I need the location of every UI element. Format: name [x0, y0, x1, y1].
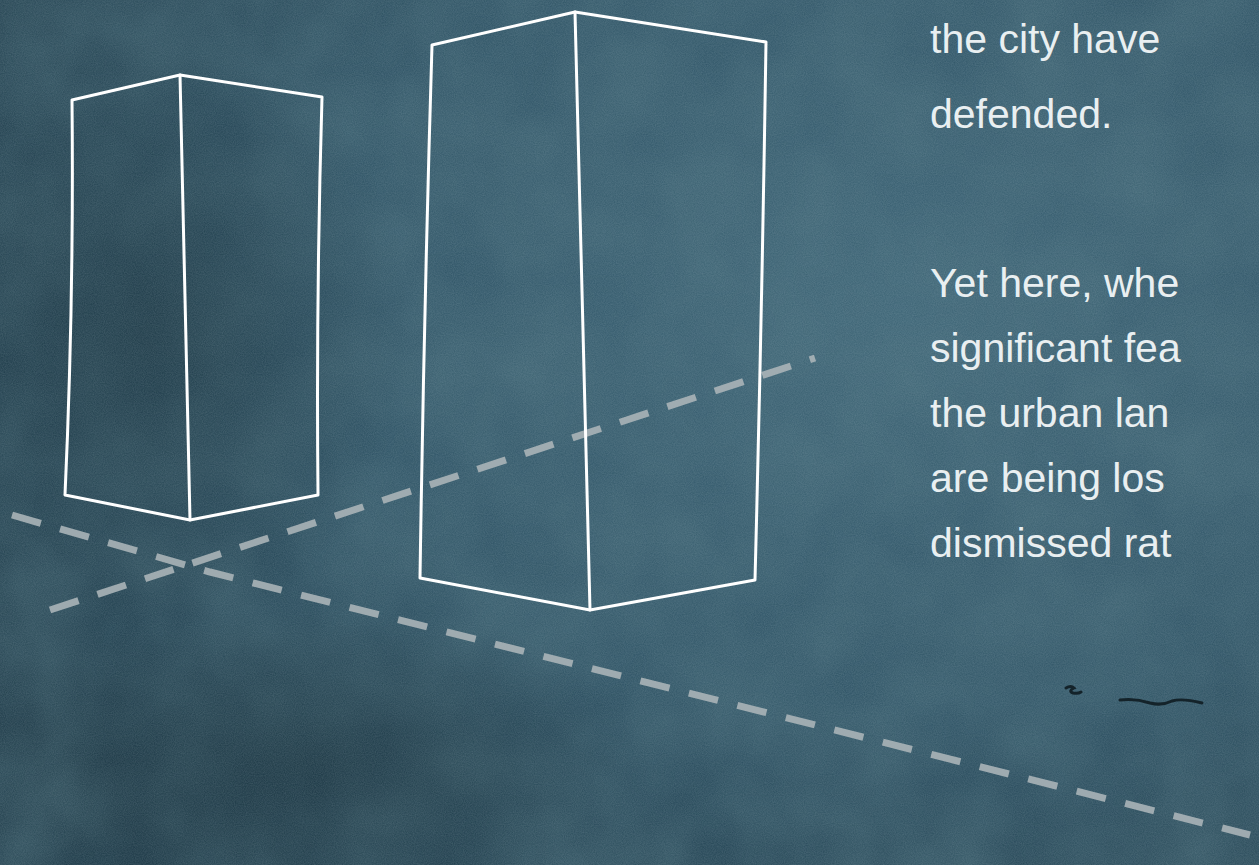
body-text-line: defended.: [930, 89, 1112, 139]
dashed-line: [50, 358, 815, 610]
building-outline: [420, 12, 766, 610]
body-text-line: dismissed rat: [930, 518, 1172, 568]
doodle: [1066, 687, 1081, 694]
body-text-line: are being los: [930, 453, 1165, 503]
doodle-marks: [1066, 687, 1202, 705]
building-sketches: [65, 12, 766, 610]
building-edge: [575, 12, 590, 610]
body-text-line: Yet here, whe: [930, 258, 1179, 308]
dashed-ground-lines: [12, 358, 1250, 835]
body-text-line: the city have: [930, 14, 1160, 64]
building-outline: [65, 75, 322, 520]
body-text-line: the urban lan: [930, 388, 1169, 438]
doodle: [1120, 699, 1202, 704]
body-text-line: significant fea: [930, 323, 1181, 373]
building-edge: [180, 75, 190, 520]
